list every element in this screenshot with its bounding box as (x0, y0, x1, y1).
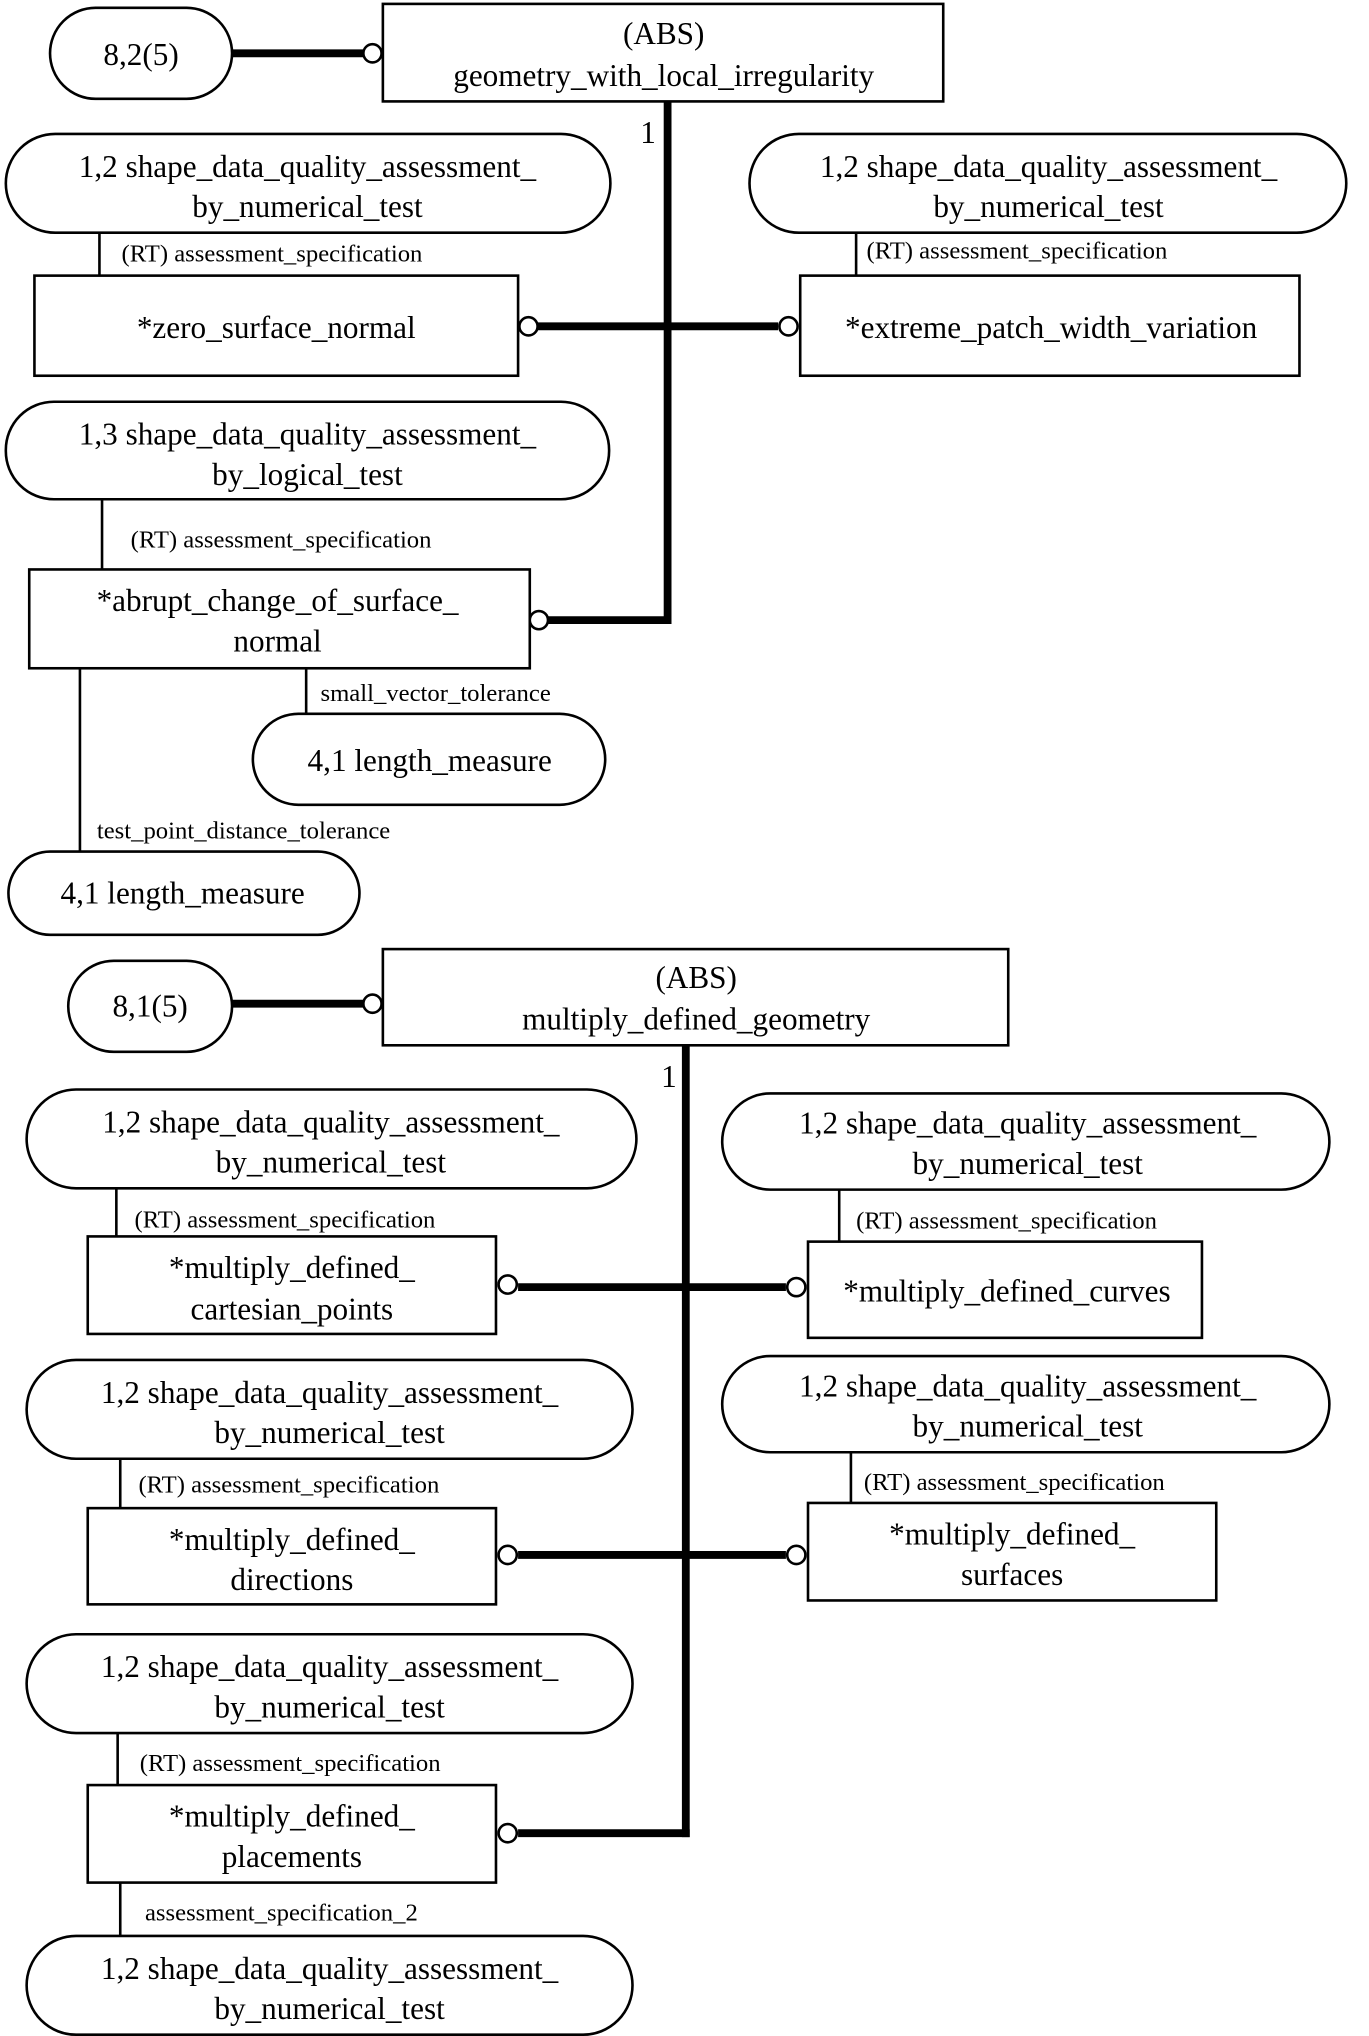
cardinality-label: 1 (661, 1059, 677, 1094)
attribute-label: assessment_specification_2 (145, 1899, 418, 1926)
attribute-label: (RT) assessment_specification (856, 1208, 1157, 1235)
page-ref-label: 8,2(5) (103, 37, 178, 72)
page-ref-8-2-5[interactable]: 8,2(5) (48, 6, 234, 101)
ref-text: 4,1 length_measure (308, 743, 552, 778)
connector-circle-icon (785, 1276, 807, 1298)
attribute-label: (RT) assessment_specification (135, 1206, 436, 1233)
abs-entity-multiply-defined-geometry[interactable]: (ABS) multiply_defined_geometry (381, 947, 1010, 1047)
connector-circle-icon (518, 315, 539, 337)
attribute-label: (RT) assessment_specification (131, 526, 432, 553)
connector-circle-icon (785, 1544, 807, 1566)
entity-name: geometry_with_local_irregularity (453, 58, 874, 93)
ref-text: by_numerical_test (913, 1409, 1144, 1444)
ref-text: 1,2 shape_data_quality_assessment_ (101, 1375, 559, 1410)
entity-name: *zero_surface_normal (137, 310, 416, 345)
ref-text: 1,2 shape_data_quality_assessment_ (799, 1106, 1257, 1141)
assessment-ref-numerical-test[interactable]: 1,2 shape_data_quality_assessment_ by_nu… (25, 1088, 638, 1190)
assessment-ref-numerical-test[interactable]: 1,2 shape_data_quality_assessment_ by_nu… (748, 132, 1348, 235)
entity-name: normal (233, 623, 322, 658)
assessment-ref-numerical-test[interactable]: 1,2 shape_data_quality_assessment_ by_nu… (4, 132, 612, 235)
entity-zero-surface-normal[interactable]: *zero_surface_normal (33, 274, 520, 378)
ref-text: 1,2 shape_data_quality_assessment_ (799, 1368, 1257, 1403)
ref-text: 1,2 shape_data_quality_assessment_ (79, 149, 537, 184)
assessment-ref-numerical-test[interactable]: 1,2 shape_data_quality_assessment_ by_nu… (720, 1354, 1331, 1454)
ref-text: 1,2 shape_data_quality_assessment_ (101, 1649, 559, 1684)
ref-text: by_numerical_test (214, 1689, 445, 1724)
ref-text: by_numerical_test (214, 1991, 445, 2026)
assessment-ref-numerical-test[interactable]: 1,2 shape_data_quality_assessment_ by_nu… (25, 1358, 634, 1461)
ref-text: by_numerical_test (216, 1145, 447, 1180)
entity-name: cartesian_points (191, 1292, 394, 1327)
attribute-label: (RT) assessment_specification (122, 240, 423, 267)
attribute-label: test_point_distance_tolerance (97, 818, 390, 845)
attribute-label: small_vector_tolerance (320, 680, 550, 707)
connector-circle-icon (362, 42, 383, 64)
entity-abrupt-change-of-surface-normal[interactable]: *abrupt_change_of_surface_ normal (27, 568, 532, 670)
ref-text: 1,2 shape_data_quality_assessment_ (820, 149, 1278, 184)
assessment-ref-logical-test[interactable]: 1,3 shape_data_quality_assessment_ by_lo… (4, 400, 611, 501)
attribute-label: (RT) assessment_specification (867, 238, 1168, 265)
connector-circle-icon (497, 1822, 519, 1844)
abs-label: (ABS) (655, 960, 736, 995)
attribute-label: (RT) assessment_specification (864, 1469, 1165, 1496)
attribute-label: (RT) assessment_specification (138, 1472, 439, 1499)
assessment-ref-numerical-test[interactable]: 1,2 shape_data_quality_assessment_ by_nu… (25, 1934, 634, 2036)
attribute-label: (RT) assessment_specification (140, 1750, 441, 1777)
connector-circle-icon (362, 993, 383, 1015)
connector-circle-icon (497, 1544, 519, 1566)
page-ref-8-1-5[interactable]: 8,1(5) (66, 959, 234, 1054)
entity-name: *multiply_defined_ (889, 1517, 1135, 1552)
entity-name: *abrupt_change_of_surface_ (97, 583, 459, 618)
type-ref-length-measure[interactable]: 4,1 length_measure (251, 712, 607, 807)
entity-multiply-defined-curves[interactable]: *multiply_defined_curves (806, 1240, 1204, 1340)
ref-text: 1,3 shape_data_quality_assessment_ (79, 417, 537, 452)
entity-name: *multiply_defined_ (169, 1799, 415, 1834)
entity-extreme-patch-width-variation[interactable]: *extreme_patch_width_variation (798, 274, 1301, 378)
entity-name: *extreme_patch_width_variation (845, 310, 1258, 345)
entity-name: directions (230, 1562, 353, 1597)
entity-multiply-defined-cartesian-points[interactable]: *multiply_defined_ cartesian_points (86, 1235, 498, 1336)
entity-name: *multiply_defined_ (169, 1522, 415, 1557)
ref-text: by_numerical_test (913, 1146, 1144, 1181)
entity-multiply-defined-placements[interactable]: *multiply_defined_ placements (86, 1783, 498, 1884)
ref-text: by_logical_test (212, 457, 403, 492)
ref-text: by_numerical_test (933, 189, 1164, 224)
section-multiply-defined-geometry: 8,1(5) (ABS) multiply_defined_geometry 1… (25, 947, 1331, 2036)
page-ref-label: 8,1(5) (112, 989, 187, 1024)
entity-name: surfaces (961, 1557, 1063, 1592)
ref-text: by_numerical_test (192, 189, 423, 224)
abs-label: (ABS) (623, 16, 704, 51)
cardinality-label: 1 (640, 115, 656, 150)
entity-name: multiply_defined_geometry (522, 1002, 871, 1037)
ref-text: 4,1 length_measure (61, 876, 305, 911)
connector-circle-icon (528, 609, 550, 631)
ref-text: by_numerical_test (214, 1415, 445, 1450)
entity-name: *multiply_defined_ (169, 1250, 415, 1285)
abs-entity-geometry-with-local-irregularity[interactable]: (ABS) geometry_with_local_irregularity (381, 2, 945, 103)
entity-name: placements (222, 1839, 362, 1874)
ref-text: 1,2 shape_data_quality_assessment_ (101, 1951, 559, 1986)
entity-multiply-defined-surfaces[interactable]: *multiply_defined_ surfaces (806, 1501, 1218, 1602)
entity-name: *multiply_defined_curves (843, 1273, 1170, 1308)
assessment-ref-numerical-test[interactable]: 1,2 shape_data_quality_assessment_ by_nu… (25, 1632, 634, 1735)
section-geometry-with-local-irregularity: 8,2(5) (ABS) geometry_with_local_irregul… (4, 2, 1348, 937)
type-ref-length-measure[interactable]: 4,1 length_measure (7, 850, 361, 937)
connector-circle-icon (497, 1274, 519, 1295)
connector-circle-icon (778, 315, 799, 337)
entity-multiply-defined-directions[interactable]: *multiply_defined_ directions (86, 1506, 498, 1606)
ref-text: 1,2 shape_data_quality_assessment_ (102, 1104, 560, 1139)
assessment-ref-numerical-test[interactable]: 1,2 shape_data_quality_assessment_ by_nu… (720, 1092, 1331, 1191)
